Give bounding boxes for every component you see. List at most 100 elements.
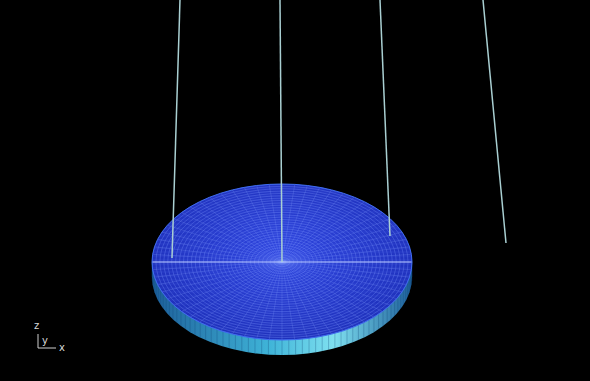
rim-tick [229,333,230,348]
mesh-row [152,312,412,313]
rim-tick [352,327,353,342]
rim-tick [169,301,170,316]
rim-tick [158,286,159,301]
rim-tick [363,323,364,338]
mesh-spoke [282,197,354,262]
mesh-row [152,332,412,333]
axis-line [38,334,39,348]
rim-tick [211,327,212,342]
mesh-spoke [282,190,332,262]
mesh-row [152,296,412,297]
rim-tick [160,290,161,305]
cable [280,0,282,262]
mesh-spoke [257,185,282,262]
rim-tick [248,337,249,352]
mesh-spoke [282,262,343,331]
axis-label: z [34,320,39,332]
rim-tick [373,317,374,332]
cable [483,0,506,243]
mesh-row [152,304,412,305]
rim-tick [275,340,276,355]
mesh-spoke [282,247,410,262]
mesh-row [152,324,412,325]
rim-tick [328,335,329,350]
mesh-row [152,276,412,277]
rim-tick [163,294,164,309]
rim-tick [241,336,242,351]
mesh-row [152,320,412,321]
rim-tick [195,320,196,335]
mesh-spoke [221,262,282,331]
mesh-spoke [282,239,406,262]
rim-tick [358,325,359,340]
rim-tick [261,339,262,354]
mesh-spoke [282,262,307,339]
mesh-spoke [282,193,343,262]
rim-tick [302,339,303,354]
mesh-spoke [210,262,282,327]
rim-tick [166,297,167,312]
axis-label: y [42,335,48,347]
rim-tick [156,282,157,297]
mesh-spoke [162,262,282,292]
rim-tick [387,308,388,323]
mesh-spoke [174,219,282,262]
mesh-row [152,292,412,293]
mesh-spoke [221,193,282,262]
axis-label: x [59,342,65,354]
mesh-row [152,284,412,285]
mesh-spoke [158,262,282,285]
mesh-spoke [153,262,282,270]
mesh-spoke [282,262,320,337]
mesh-row [152,316,412,317]
mesh-spoke [282,262,332,334]
rim-tick [341,331,342,346]
mesh-row [152,264,412,265]
rim-tick [407,282,408,297]
rim-tick [368,320,369,335]
rim-tick [217,330,218,345]
rim-tick [403,290,404,305]
rim-tick [391,304,392,319]
rim-tick [378,314,379,329]
rim-tick [200,323,201,338]
axis-line [38,348,56,349]
mesh-row [152,268,412,269]
mesh-row [152,300,412,301]
rim-tick [295,340,296,355]
mesh-row [152,328,412,329]
mesh-spoke [282,262,411,270]
mesh-spoke [232,262,282,334]
mesh-spoke [282,254,411,262]
rim-tick [222,331,223,346]
mesh-row [152,280,412,281]
rim-tick [397,297,398,312]
mesh-row [152,308,412,309]
rim-tick [394,301,395,316]
rim-tick [282,340,283,355]
mesh-spoke [282,262,402,292]
rim-tick [309,338,310,353]
rim-tick [334,333,335,348]
rim-tick [185,314,186,329]
rim-tick [322,336,323,351]
mesh-spoke [232,190,282,262]
mesh-row [152,272,412,273]
cable [172,0,180,258]
rim-tick [205,325,206,340]
rim-tick [315,337,316,352]
mesh-row [152,288,412,289]
rim-tick [268,340,269,355]
mesh-spoke [282,232,402,262]
cables [172,0,506,262]
mesh-spoke [244,187,282,262]
mesh-spoke [167,225,282,262]
rim-tick [347,330,348,345]
cable [380,0,390,236]
mesh-spoke [162,232,282,262]
rim-tick [383,311,384,326]
mesh-spoke [282,262,283,340]
rim-tick [180,311,181,326]
